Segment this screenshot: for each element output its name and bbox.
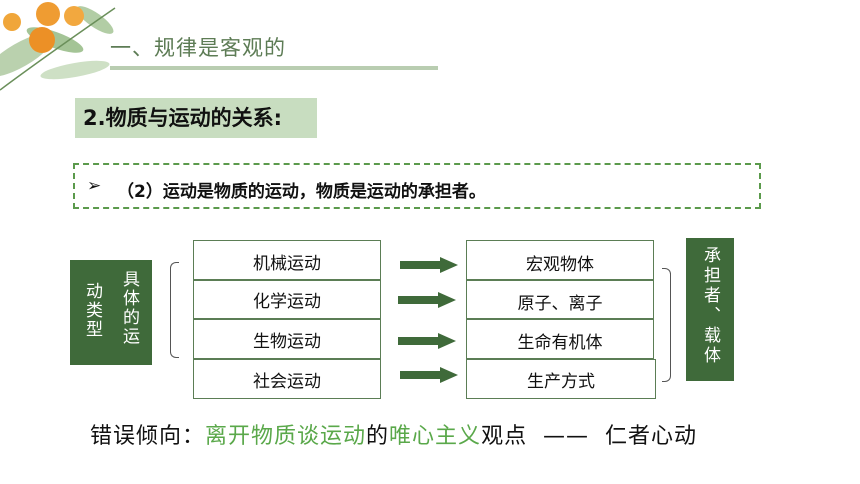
motion-cell: 生物运动 — [193, 319, 381, 359]
carrier-cell: 生命有机体 — [466, 319, 654, 359]
right-arrow-icon — [398, 292, 456, 308]
motion-types-label-col2: 动类型 — [82, 282, 102, 339]
section-heading: 2.物质与运动的关系: — [75, 98, 317, 138]
viewpoint-suffix: 观点 —— 仁者心动 — [481, 424, 698, 449]
highlight-idealism: 唯心主义 — [389, 424, 482, 449]
title-underline — [110, 66, 438, 70]
arrow-bullet-icon: ➢ — [87, 176, 102, 196]
right-arrow-icon — [400, 367, 458, 383]
motion-cell: 社会运动 — [193, 359, 381, 399]
motion-cell: 机械运动 — [193, 240, 381, 280]
motion-types-label: 具体的运 动类型 — [70, 260, 152, 365]
right-bracket — [662, 268, 671, 382]
carrier-label: 承担者、载体 — [686, 238, 734, 381]
left-bracket — [170, 262, 179, 358]
right-arrow-icon — [400, 257, 458, 273]
connector-text: 的 — [366, 424, 390, 449]
highlight-separation: 离开物质谈运动 — [205, 424, 367, 449]
error-tendency-prefix: 错误倾向： — [90, 424, 206, 449]
decorative-leaves-oranges — [0, 2, 116, 91]
error-tendency-line: 错误倾向：离开物质谈运动的唯心主义观点 —— 仁者心动 — [90, 418, 697, 450]
carrier-label-text: 承担者、载体 — [700, 246, 720, 366]
carrier-cell: 原子、离子 — [466, 280, 654, 319]
carrier-cell: 宏观物体 — [466, 240, 654, 280]
motion-cell: 化学运动 — [193, 280, 381, 319]
statement-box: ➢ （2）运动是物质的运动，物质是运动的承担者。 — [73, 163, 761, 209]
slide-title: 一、规律是客观的 — [110, 36, 286, 60]
carrier-cell: 生产方式 — [466, 359, 656, 399]
statement-text: （2）运动是物质的运动，物质是运动的承担者。 — [117, 182, 486, 202]
right-arrow-icon — [398, 333, 456, 349]
motion-types-label-col1: 具体的运 — [119, 270, 139, 346]
